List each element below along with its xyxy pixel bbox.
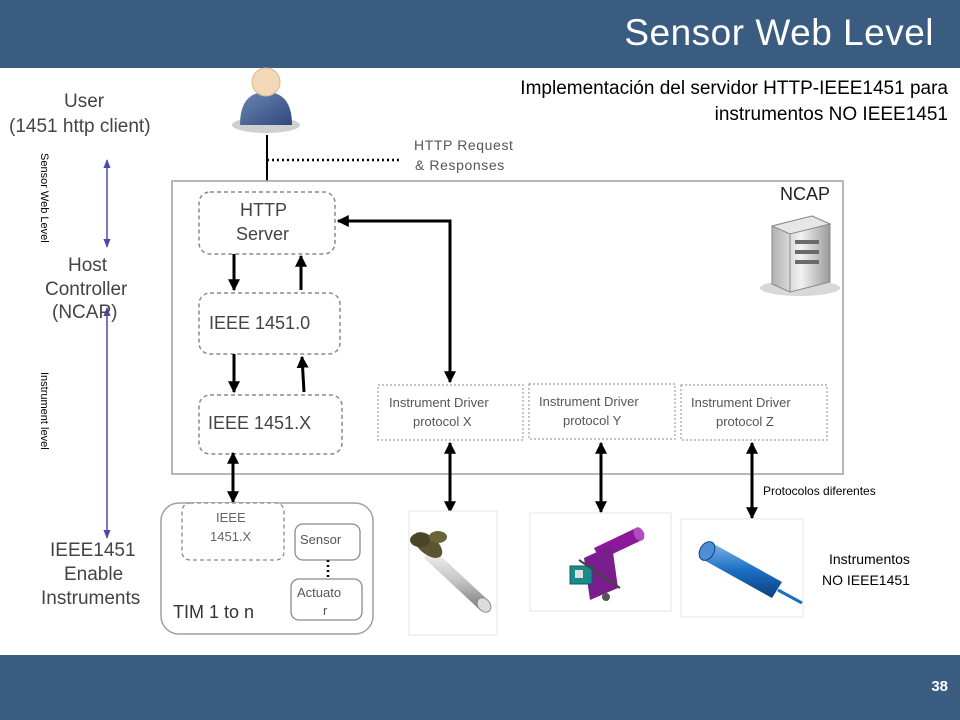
driver-x-line-1: Instrument Driver [389, 395, 489, 410]
http-note-line-2: & Responses [415, 157, 505, 173]
driver-z-line-2: protocol Z [716, 414, 774, 429]
user-icon [232, 67, 300, 133]
slide-title: Sensor Web Level [624, 12, 934, 53]
instrument-y-image [529, 512, 672, 612]
footer-bar [0, 655, 960, 720]
ieee-enable-label-1: IEEE1451 [50, 540, 136, 561]
driver-y-line-1: Instrument Driver [539, 394, 639, 409]
instrument-x-image [408, 510, 498, 636]
http-server-label-2: Server [236, 224, 290, 244]
driver-z-line-1: Instrument Driver [691, 395, 791, 410]
tim-label: TIM 1 to n [173, 602, 255, 622]
ieee-enable-label-3: Instruments [41, 588, 141, 609]
host-ncap-label: (NCAP) [52, 302, 118, 323]
driver-y-line-2: protocol Y [563, 413, 622, 428]
instrument-z-image [680, 518, 804, 618]
server-icon [760, 215, 840, 296]
ieee-14510-label: IEEE 1451.0 [209, 313, 311, 333]
http-note-line-1: HTTP Request [414, 137, 514, 153]
actuator-label-1: Actuato [297, 585, 342, 600]
vertical-sensor-web-level: Sensor Web Level [38, 153, 50, 243]
sensor-label: Sensor [300, 532, 342, 547]
ieee-enable-label-2: Enable [64, 564, 124, 585]
subtitle-line-2: instrumentos NO IEEE1451 [714, 104, 948, 125]
tim-ieee-line-1: IEEE [216, 510, 246, 525]
driver-x-line-2: protocol X [413, 414, 472, 429]
arrow-up-2 [296, 355, 309, 393]
protocolos-label: Protocolos diferentes [763, 484, 876, 498]
slide-subtitle: Implementación del servidor HTTP-IEEE145… [520, 76, 948, 128]
driver-z-box [680, 384, 828, 441]
vertical-instrument-level: Instrument level [38, 372, 50, 450]
driver-x-box [377, 384, 524, 441]
subtitle-line-1: Implementación del servidor HTTP-IEEE145… [520, 78, 948, 99]
header-bar [0, 0, 960, 68]
tim-ieee-box [181, 502, 285, 561]
host-controller-label: Controller [45, 279, 128, 300]
user-label: User [64, 91, 105, 112]
http-server-box [198, 191, 336, 255]
ncap-label: NCAP [780, 184, 831, 204]
ieee-1451x-box [198, 394, 343, 455]
actuator-box [290, 578, 363, 621]
http-server-label-1: HTTP [240, 200, 287, 220]
tim-ieee-line-2: 1451.X [210, 529, 252, 544]
instrumentos-label-1: Instrumentos [829, 551, 910, 567]
ieee-1451x-label: IEEE 1451.X [208, 413, 312, 433]
page-number: 38 [931, 678, 948, 695]
server-driver-connector [336, 215, 456, 384]
host-label: Host [68, 255, 108, 276]
actuator-label-2: r [323, 603, 328, 618]
user-client-label: (1451 http client) [9, 116, 151, 137]
instrumentos-label-2: NO IEEE1451 [822, 572, 910, 588]
driver-y-box [528, 383, 676, 440]
